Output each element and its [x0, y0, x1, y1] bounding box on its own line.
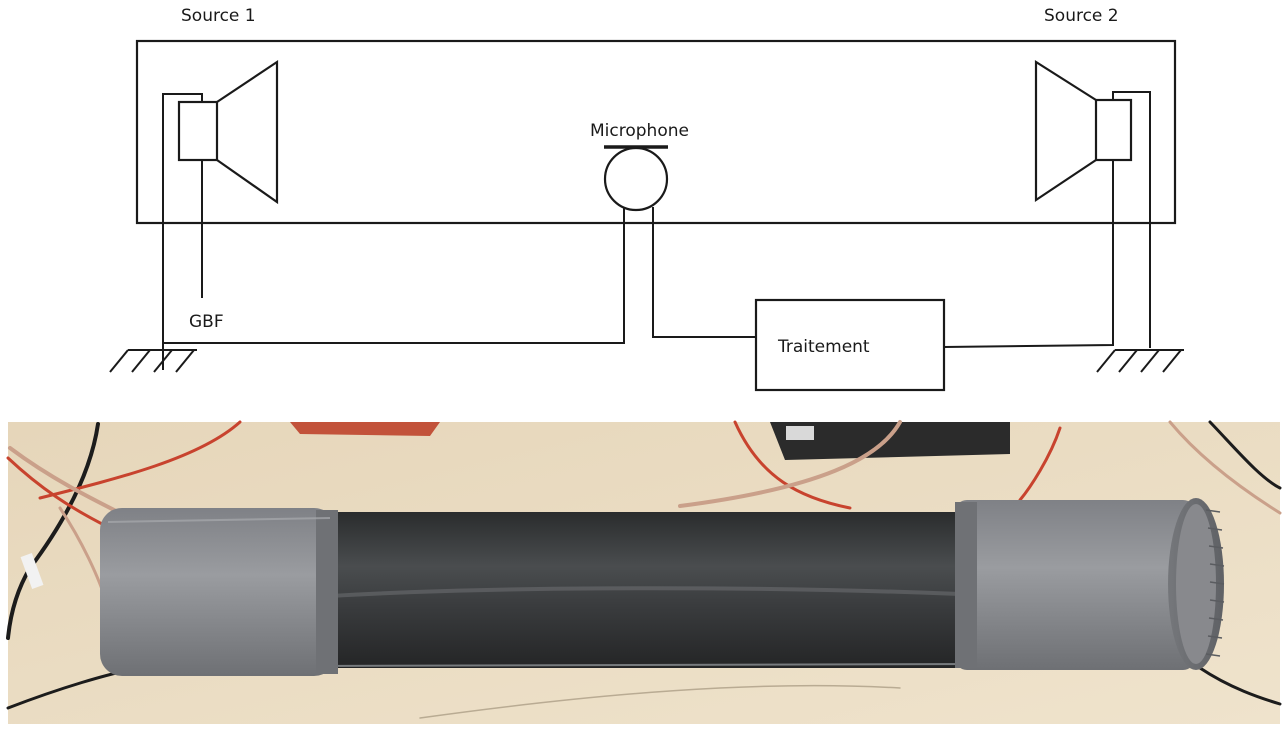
microphone-icon: [604, 147, 668, 210]
source-1-label: Source 1: [181, 6, 256, 26]
mic-lead-ground: [163, 207, 624, 343]
right-end-cap: [955, 498, 1224, 670]
traitement-label: Traitement: [777, 337, 870, 357]
device-box: [770, 422, 1010, 460]
speaker-right-icon: [1036, 62, 1150, 348]
ground-right-icon: [1097, 350, 1184, 372]
gbf-label: GBF: [189, 312, 224, 332]
microphone-label: Microphone: [590, 121, 689, 141]
left-end-cap: [100, 508, 338, 676]
pvc-tube: [300, 512, 990, 668]
tube-photo: [0, 418, 1286, 730]
source-2-label: Source 2: [1044, 6, 1119, 26]
mic-lead-signal: [653, 207, 756, 337]
setup-schematic: Source 1 Source 2 Microphone GBF Traitem…: [0, 0, 1286, 410]
traitement-to-source-2-wire: [944, 160, 1113, 347]
red-pad: [290, 422, 440, 436]
ground-left-icon: [110, 350, 197, 372]
